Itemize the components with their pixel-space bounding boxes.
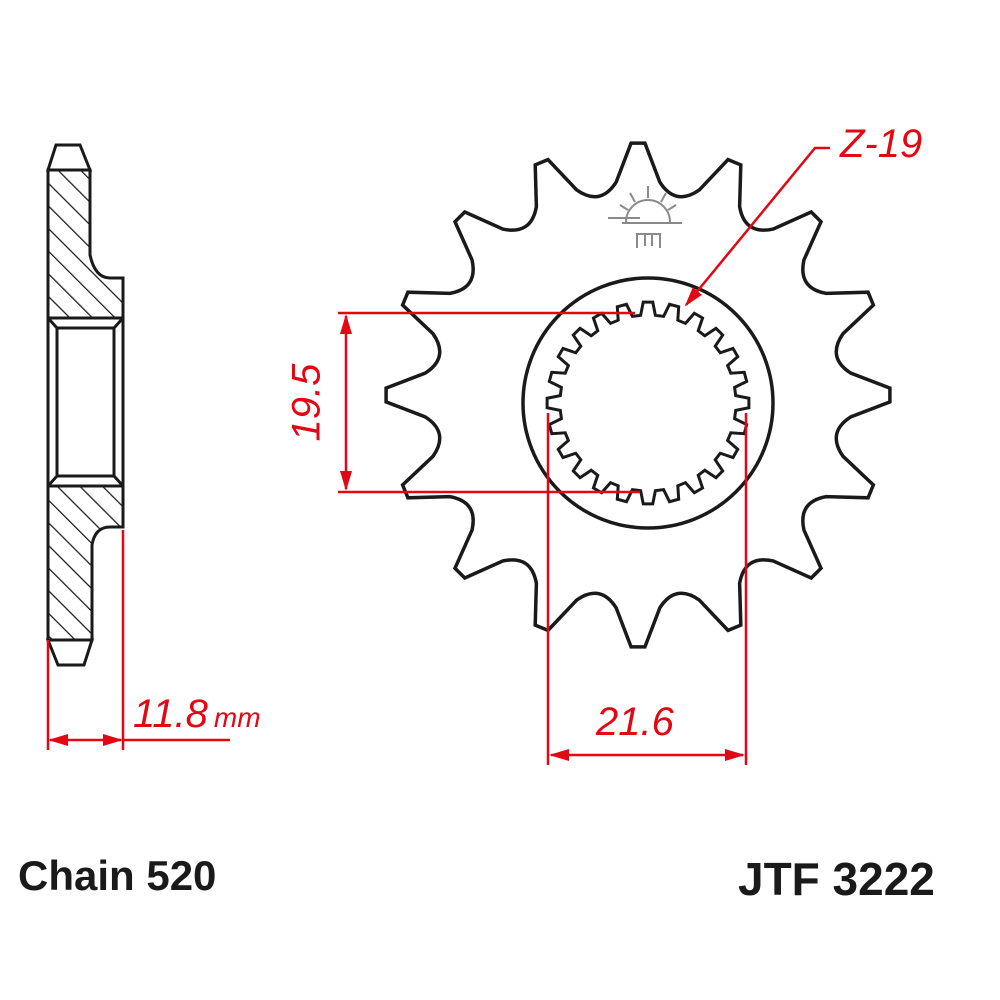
teeth-count-label: Z-19 [840,122,923,166]
part-number: JTF 3222 [738,853,935,905]
side-section-view [45,143,125,667]
spline-outer-value: 21.6 [596,700,674,744]
spline-outer-dimension [546,413,748,765]
spline-inner-dimension [338,311,640,494]
thickness-dimension [46,530,230,750]
hub-circle [521,276,775,530]
sun-logo-icon [608,186,682,248]
spline-inner-value: 19.5 [284,363,329,442]
spline-bore [545,300,751,506]
chain-label: Chain 520 [18,852,217,899]
teeth-count-leader [684,146,830,307]
sprocket-front-view [384,141,892,649]
sprocket-outer-teeth [384,141,892,649]
thickness-unit: mm [213,702,261,733]
